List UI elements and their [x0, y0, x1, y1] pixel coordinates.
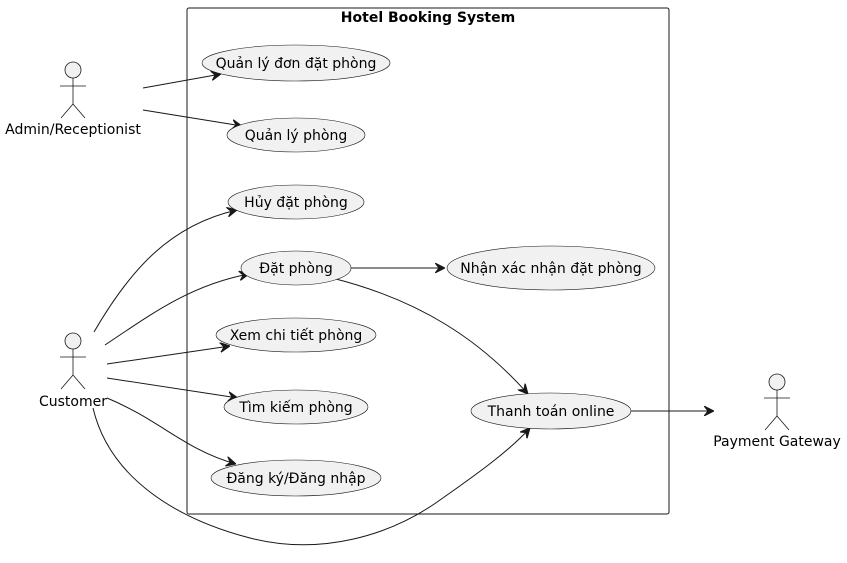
use-case-label: Tìm kiếm phòng: [238, 399, 352, 416]
use-case-book-room: Đặt phòng: [240, 250, 352, 286]
use-case-label: Xem chi tiết phòng: [230, 327, 363, 344]
actor-customer: Customer: [39, 332, 107, 410]
use-case-label: Quản lý phòng: [245, 128, 348, 144]
use-case-label: Hủy đặt phòng: [244, 195, 348, 211]
edge-customer-book: [104, 274, 249, 346]
actor-icon: [60, 61, 86, 119]
actor-label: Admin/Receptionist: [5, 122, 141, 138]
edge-customer-view: [106, 346, 230, 365]
actor-icon: [60, 332, 86, 390]
use-case-manage-bookings: Quản lý đơn đặt phòng: [201, 44, 391, 82]
edge-admin-manage-rooms: [142, 109, 242, 126]
associations: [92, 74, 714, 546]
actor-admin: Admin/Receptionist: [5, 61, 141, 138]
edge-customer-payment: [92, 407, 530, 546]
use-case-manage-rooms: Quản lý phòng: [226, 117, 366, 153]
use-case-cancel-booking: Hủy đặt phòng: [227, 184, 365, 220]
use-case-online-payment: Thanh toán online: [470, 392, 632, 430]
edge-admin-manage-bookings: [142, 74, 221, 89]
use-case-label: Quản lý đơn đặt phòng: [216, 56, 377, 72]
edge-customer-search: [106, 377, 238, 398]
use-case-view-room-details: Xem chi tiết phòng: [215, 317, 377, 353]
use-case-label: Đặt phòng: [259, 261, 332, 277]
actor-payment-gateway: Payment Gateway: [713, 373, 841, 450]
actor-label: Payment Gateway: [713, 434, 841, 450]
use-case-receive-confirmation: Nhận xác nhận đặt phòng: [446, 245, 656, 291]
edge-customer-register: [106, 397, 236, 464]
actor-icon: [764, 373, 790, 431]
use-case-label: Thanh toán online: [487, 404, 615, 420]
actor-label: Customer: [39, 394, 107, 410]
use-case-label: Đăng ký/Đăng nhập: [226, 471, 365, 487]
use-case-label: Nhận xác nhận đặt phòng: [460, 261, 641, 277]
edge-book-payment: [331, 277, 528, 394]
use-case-search-rooms: Tìm kiếm phòng: [223, 389, 369, 425]
use-case-register-login: Đăng ký/Đăng nhập: [210, 459, 382, 497]
system-title: Hotel Booking System: [341, 10, 515, 26]
edge-customer-cancel: [93, 210, 237, 333]
